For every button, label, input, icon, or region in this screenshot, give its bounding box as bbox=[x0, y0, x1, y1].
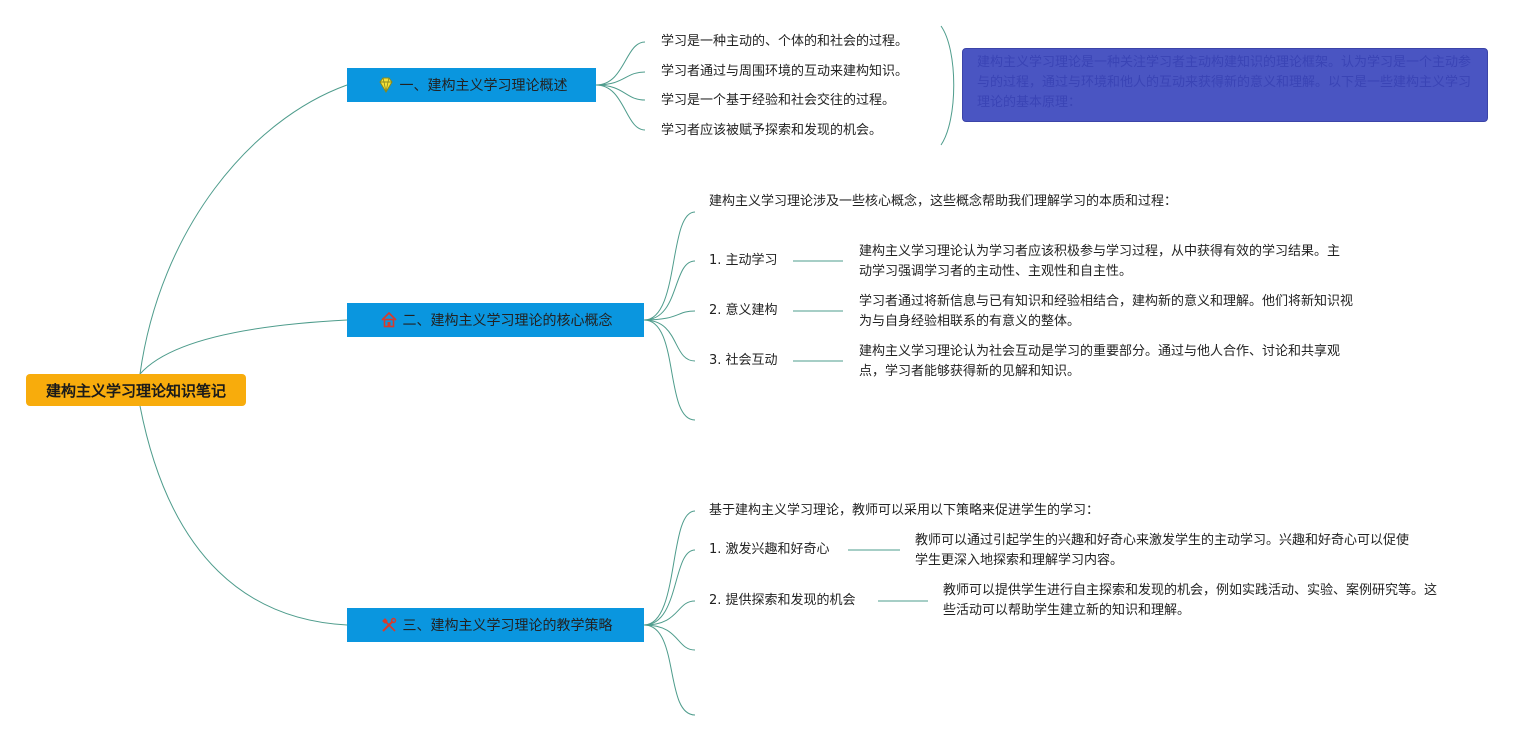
summary-note-text: 建构主义学习理论是一种关注学习者主动构建知识的理论框架。认为学习是一个主动参与的… bbox=[977, 55, 1472, 110]
overview-item-4[interactable]: 学习者应该被赋予探索和发现的机会。 bbox=[661, 123, 883, 138]
link-root-b1 bbox=[139, 84, 348, 375]
concept-desc-3[interactable]: 建构主义学习理论认为社会互动是学习的重要部分。通过与他人合作、讨论和共享观点，学… bbox=[859, 344, 1341, 379]
concept-desc-2[interactable]: 学习者通过将新信息与已有知识和经验相结合，建构新的意义和理解。他们将新知识视为与… bbox=[859, 294, 1354, 329]
core-concepts-intro[interactable]: 建构主义学习理论涉及一些核心概念，这些概念帮助我们理解学习的本质和过程： bbox=[709, 194, 1178, 209]
link-root-b2 bbox=[139, 319, 348, 375]
tools-icon bbox=[379, 615, 399, 635]
strategy-title-1[interactable]: 1. 激发兴趣和好奇心 bbox=[709, 542, 830, 557]
concept-desc-1[interactable]: 建构主义学习理论认为学习者应该积极参与学习过程，从中获得有效的学习结果。主动学习… bbox=[859, 244, 1341, 279]
branch-teaching-strategies[interactable]: 三、建构主义学习理论的教学策略 bbox=[347, 608, 644, 642]
strategy-title-2[interactable]: 2. 提供探索和发现的机会 bbox=[709, 593, 856, 608]
root-topic-label: 建构主义学习理论知识笔记 bbox=[45, 381, 226, 400]
summary-note[interactable]: 建构主义学习理论是一种关注学习者主动构建知识的理论框架。认为学习是一个主动参与的… bbox=[962, 48, 1488, 122]
root-topic[interactable]: 建构主义学习理论知识笔记 bbox=[26, 374, 246, 406]
concept-title-3[interactable]: 3. 社会互动 bbox=[709, 353, 778, 368]
strategy-desc-2[interactable]: 教师可以提供学生进行自主探索和发现的机会，例如实践活动、实验、案例研究等。这些活… bbox=[943, 583, 1438, 618]
strategies-intro[interactable]: 基于建构主义学习理论，教师可以采用以下策略来促进学生的学习： bbox=[709, 503, 1100, 518]
branch-teaching-strategies-label: 三、建构主义学习理论的教学策略 bbox=[402, 618, 613, 634]
branch-overview-label: 一、建构主义学习理论概述 bbox=[399, 78, 568, 94]
branch-overview[interactable]: 一、建构主义学习理论概述 bbox=[347, 68, 596, 102]
strategy-desc-1[interactable]: 教师可以通过引起学生的兴趣和好奇心来激发学生的主动学习。兴趣和好奇心可以促使学生… bbox=[915, 533, 1410, 568]
branch-core-concepts-label: 二、建构主义学习理论的核心概念 bbox=[402, 313, 613, 329]
overview-item-2[interactable]: 学习者通过与周围环境的互动来建构知识。 bbox=[661, 64, 909, 79]
concept-title-1[interactable]: 1. 主动学习 bbox=[709, 253, 778, 268]
link-root-b3 bbox=[139, 405, 348, 626]
overview-item-1[interactable]: 学习是一种主动的、个体的和社会的过程。 bbox=[661, 34, 909, 49]
concept-title-2[interactable]: 2. 意义建构 bbox=[709, 303, 778, 318]
diamond-icon bbox=[376, 75, 396, 95]
home-icon bbox=[379, 310, 399, 330]
overview-item-3[interactable]: 学习是一个基于经验和社会交往的过程。 bbox=[661, 93, 896, 108]
branch-core-concepts[interactable]: 二、建构主义学习理论的核心概念 bbox=[347, 303, 644, 337]
